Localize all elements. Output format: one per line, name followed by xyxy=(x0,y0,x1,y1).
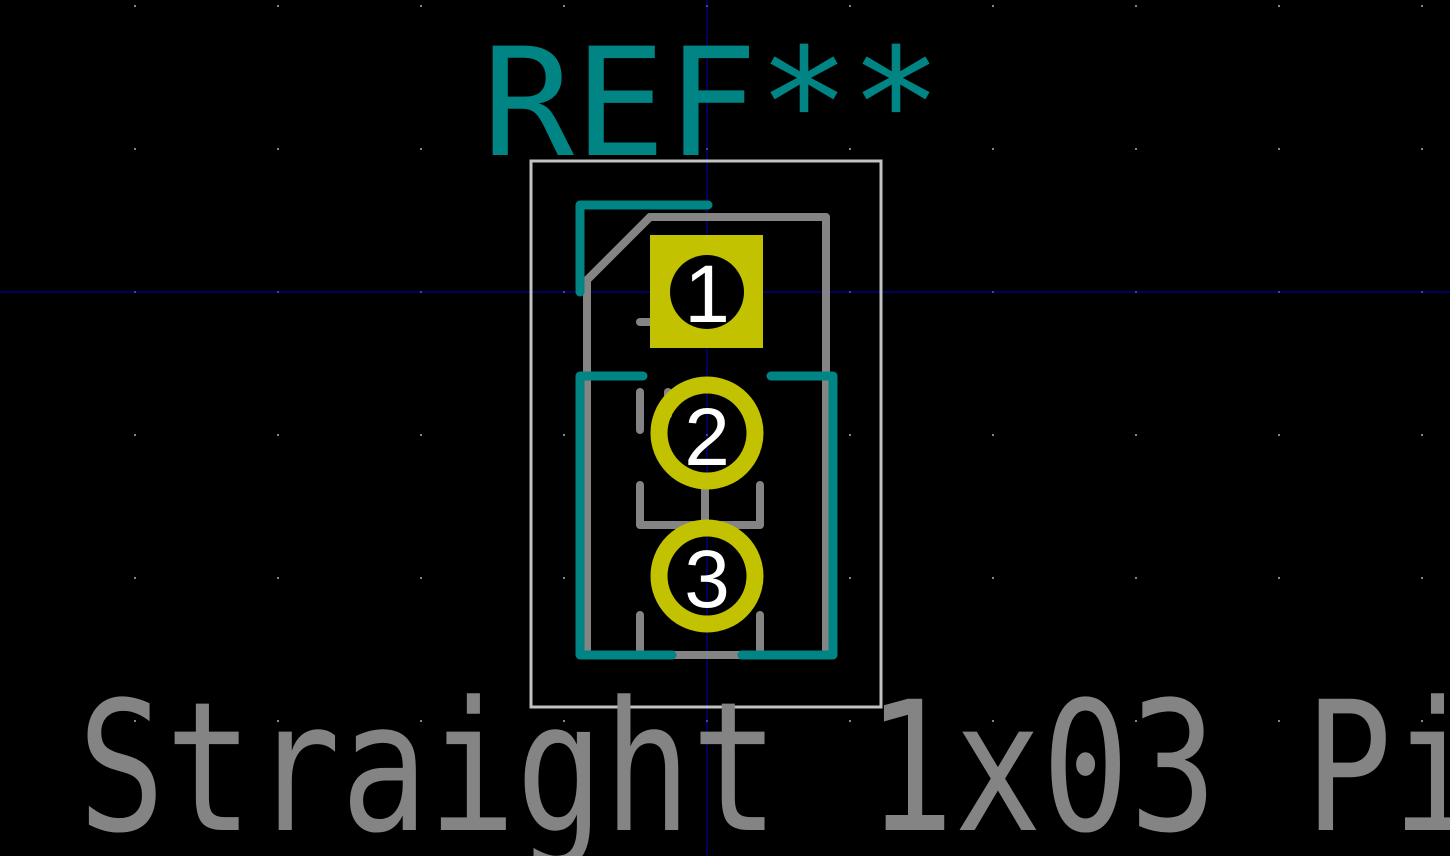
footprint-value[interactable]: _Straight_1x03_Pi xyxy=(0,664,1450,856)
grid-dot xyxy=(563,720,565,722)
grid-dot xyxy=(1421,577,1423,579)
grid-dot xyxy=(849,720,851,722)
grid-dot xyxy=(277,5,279,7)
pad-3[interactable] xyxy=(650,519,764,633)
courtyard-rect xyxy=(529,159,883,709)
pad-2[interactable] xyxy=(650,376,764,490)
grid-dot xyxy=(1421,720,1423,722)
grid-dot xyxy=(563,434,565,436)
grid-dot xyxy=(1278,720,1280,722)
grid-dot xyxy=(849,577,851,579)
pad-1-number: 1 xyxy=(684,249,730,340)
grid-dot xyxy=(1278,577,1280,579)
grid-dot xyxy=(1278,434,1280,436)
grid-dot xyxy=(1135,5,1137,7)
grid-dot xyxy=(420,720,422,722)
grid-dot xyxy=(1278,148,1280,150)
grid-dot xyxy=(849,5,851,7)
grid-dot xyxy=(134,148,136,150)
pad-3-number: 3 xyxy=(684,534,730,625)
pad-2-number: 2 xyxy=(684,392,730,483)
grid-dot xyxy=(1135,148,1137,150)
grid-dot xyxy=(992,148,994,150)
grid-dot xyxy=(277,720,279,722)
grid-dot xyxy=(849,434,851,436)
silkscreen-outline xyxy=(575,200,838,660)
grid-dot xyxy=(420,5,422,7)
grid-dot xyxy=(420,148,422,150)
grid-dot xyxy=(1421,148,1423,150)
grid-dot xyxy=(849,148,851,150)
grid-dot xyxy=(1421,434,1423,436)
grid-dot xyxy=(277,148,279,150)
grid-dot xyxy=(134,434,136,436)
pad-1-hole xyxy=(670,255,744,329)
grid-dot xyxy=(563,5,565,7)
reference-designator[interactable]: REF** xyxy=(482,17,942,191)
grid-dot xyxy=(420,434,422,436)
grid-dot xyxy=(1135,434,1137,436)
grid-dot xyxy=(563,577,565,579)
grid-dot xyxy=(1135,720,1137,722)
grid-dot xyxy=(420,577,422,579)
grid-dot xyxy=(992,720,994,722)
grid-dot xyxy=(992,5,994,7)
grid-dot xyxy=(992,577,994,579)
grid-dot xyxy=(134,577,136,579)
grid-dot xyxy=(277,577,279,579)
grid-dot xyxy=(1135,577,1137,579)
grid-dot xyxy=(277,434,279,436)
grid-dot xyxy=(134,5,136,7)
grid-dot xyxy=(563,148,565,150)
grid-dot xyxy=(992,434,994,436)
grid-dot xyxy=(1421,5,1423,7)
grid-dot xyxy=(1278,5,1280,7)
grid-dot xyxy=(134,720,136,722)
